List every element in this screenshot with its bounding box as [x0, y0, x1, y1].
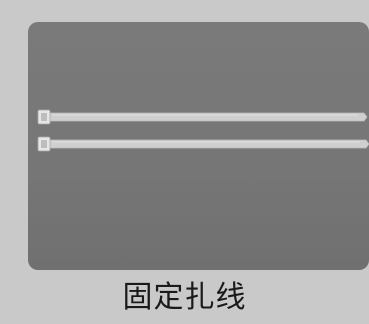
cable-ties-illustration — [37, 109, 369, 152]
product-caption: 固定扎线 — [122, 280, 247, 315]
product-photo — [28, 22, 369, 270]
cable-tie-bottom — [37, 136, 369, 152]
cable-tie-top — [37, 109, 368, 125]
